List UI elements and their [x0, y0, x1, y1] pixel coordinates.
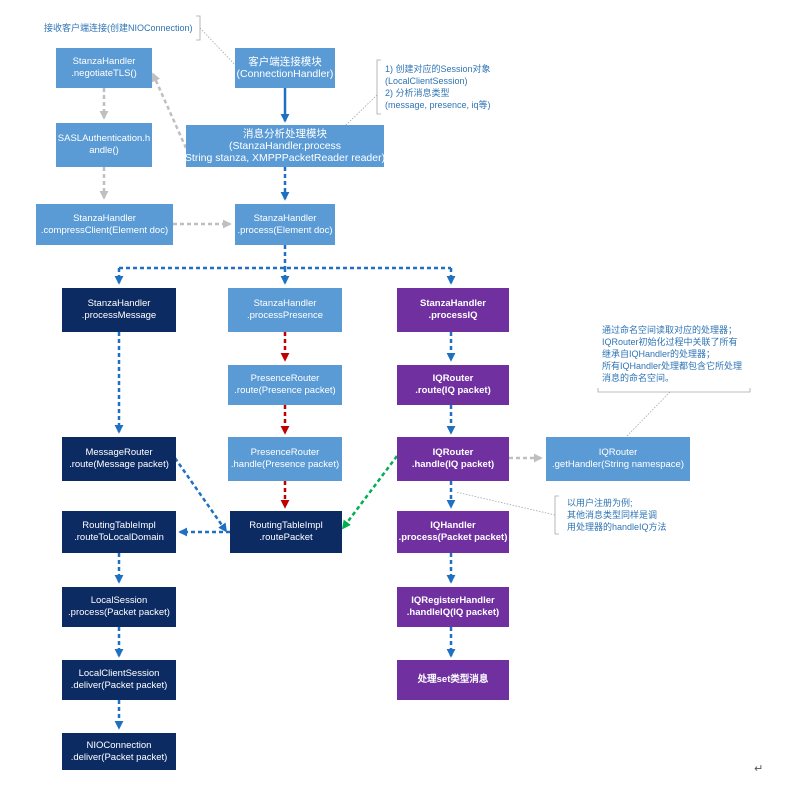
node-connection-handler: 客户端连接模块(ConnectionHandler)	[235, 48, 335, 88]
edge-process-to-tls	[151, 72, 188, 149]
node-iq-handler-process: IQHandler.process(Packet packet)	[397, 511, 509, 553]
node-presence-router-route: PresenceRouter.route(Presence packet)	[228, 365, 342, 405]
note-bracket-namespace	[597, 388, 751, 393]
note-bracket-session	[376, 59, 381, 115]
edge-msgrouter-to-routepacket	[173, 457, 228, 533]
leader-accept	[199, 27, 238, 68]
node-route-packet: RoutingTableImpl.routePacket	[230, 511, 342, 553]
edge-element-to-branches	[119, 245, 451, 270]
node-compress-client: StanzaHandler.compressClient(Element doc…	[36, 204, 173, 245]
note-session-analysis: 1) 创建对应的Session对象(LocalClientSession)2) …	[385, 64, 491, 110]
node-process-presence: StanzaHandler.processPresence	[228, 288, 342, 332]
node-presence-router-handle: PresenceRouter.handle(Presence packet)	[228, 437, 342, 481]
node-negotiate-tls: StanzaHandler.negotiateTLS()	[56, 48, 152, 88]
leader-namespace	[624, 391, 671, 439]
node-get-handler: IQRouter.getHandler(String namespace)	[546, 437, 690, 481]
node-stanza-process-main: 消息分析处理模块(StanzaHandler.process(String st…	[181, 125, 389, 167]
node-process-element: StanzaHandler.process(Element doc)	[235, 204, 335, 245]
node-message-router-route: MessageRouter.route(Message packet)	[62, 437, 176, 481]
leader-register	[455, 491, 556, 516]
paragraph-mark: ↵	[754, 763, 764, 775]
node-process-iq: StanzaHandler.processIQ	[397, 288, 509, 332]
node-iq-router-handle: IQRouter.handle(IQ packet)	[397, 437, 509, 481]
node-local-client-session: LocalClientSession.deliver(Packet packet…	[62, 660, 176, 700]
node-route-to-local-domain: RoutingTableImpl.routeToLocalDomain	[62, 511, 176, 553]
node-process-message: StanzaHandler.processMessage	[62, 288, 176, 332]
node-iq-router-route: IQRouter.route(IQ packet)	[397, 365, 509, 405]
edge-iqhandle-to-routepacket	[341, 455, 398, 530]
leader-session	[344, 94, 378, 127]
node-nio-connection: NIOConnection.deliver(Packet packet)	[62, 733, 176, 770]
note-register-example: 以用户注册为例;其他消息类型同样是调用处理器的handleIQ方法	[567, 498, 667, 532]
note-bracket-register	[554, 495, 559, 535]
note-bracket-accept	[196, 15, 201, 41]
note-namespace-lookup: 通过命名空间读取对应的处理器；IQRouter初始化过程中关联了所有继承自IQH…	[602, 325, 743, 383]
note-accept-connection: 接收客户端连接(创建NIOConnection)	[44, 23, 193, 33]
node-local-session-process: LocalSession.process(Packet packet)	[62, 587, 176, 627]
node-iq-register-handler: IQRegisterHandler.handleIQ(IQ packet)	[397, 587, 509, 627]
node-handle-set: 处理set类型消息	[397, 660, 509, 700]
